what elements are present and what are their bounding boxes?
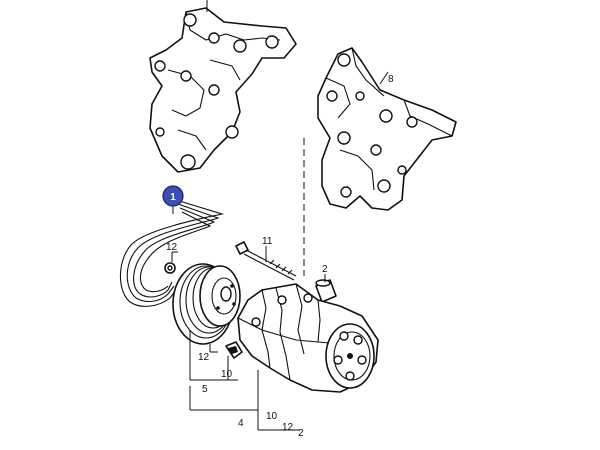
label-4-10: 10 — [266, 411, 278, 422]
label-4-2: 2 — [298, 428, 304, 439]
sleeve[interactable]: 2 — [315, 264, 337, 303]
label-4: 4 — [238, 418, 244, 429]
small-nut[interactable]: 12 — [164, 242, 178, 274]
right-mounting-bracket[interactable]: 8 — [317, 47, 457, 211]
group-5-leaders: 12 10 5 — [189, 330, 238, 395]
ribbed-v-belt[interactable] — [119, 199, 225, 307]
callout-belt[interactable]: 1 — [162, 185, 184, 214]
compressor-pulley[interactable] — [172, 263, 241, 345]
group-4-leaders: 4 10 12 2 — [189, 370, 304, 439]
label-12-nut: 12 — [166, 242, 178, 253]
long-bolt[interactable]: 11 — [235, 236, 297, 281]
label-4-12: 12 — [282, 422, 294, 433]
label-5: 5 — [202, 384, 208, 395]
callout-belt-number: 1 — [170, 192, 176, 203]
ac-compressor[interactable] — [225, 283, 379, 393]
upper-mounting-bracket[interactable]: 1 — [149, 0, 297, 173]
label-5-12: 12 — [198, 352, 210, 363]
label-8: 8 — [388, 74, 394, 85]
label-5-10: 10 — [221, 369, 233, 380]
label-11: 11 — [262, 236, 273, 247]
label-2-sleeve: 2 — [322, 264, 328, 275]
